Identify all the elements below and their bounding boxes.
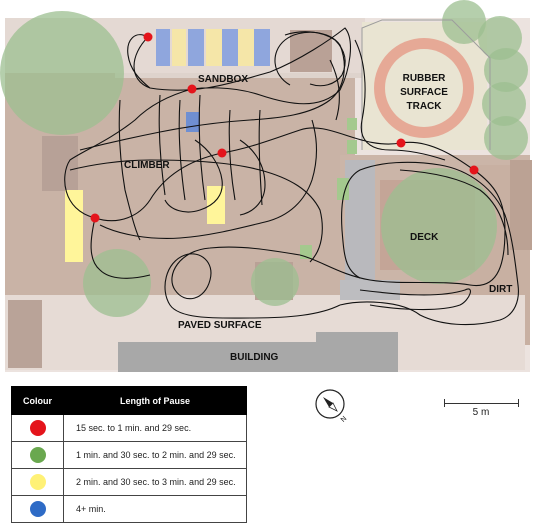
legend-row: 15 sec. to 1 min. and 29 sec. xyxy=(11,414,247,442)
label-building: BUILDING xyxy=(230,352,279,363)
legend-label: 15 sec. to 1 min. and 29 sec. xyxy=(63,414,247,442)
pause-zone-green-b xyxy=(337,178,349,200)
legend-swatch-green xyxy=(29,447,46,463)
label-deck: DECK xyxy=(410,232,439,243)
building xyxy=(118,342,398,372)
label-climber: CLIMBER xyxy=(124,160,170,171)
pause-zone-green-a xyxy=(347,118,357,130)
legend-row: 1 min. and 30 sec. to 2 min. and 29 sec. xyxy=(11,441,247,469)
trees xyxy=(0,0,528,317)
pause-zone-green-d xyxy=(347,140,357,154)
sandbox-stripes xyxy=(156,29,270,66)
legend-header: Colour Length of Pause xyxy=(11,386,247,415)
legend-row: 4+ min. xyxy=(11,495,247,523)
scale-label: 5 m xyxy=(472,407,490,418)
grey-walkway-bottom xyxy=(340,280,400,300)
compass-north-letter: N xyxy=(340,415,349,424)
label-paved-surface: PAVED SURFACE xyxy=(178,320,262,331)
paved-left-block xyxy=(8,300,42,368)
pause-zone-blue xyxy=(186,112,200,132)
legend-header-length: Length of Pause xyxy=(63,386,247,415)
pause-point-red xyxy=(217,148,227,158)
legend-row: 2 min. and 30 sec. to 3 min. and 29 sec. xyxy=(11,468,247,496)
track-boundary xyxy=(361,19,491,150)
label-rubber-track-3: TRACK xyxy=(407,101,443,112)
label-rubber-track-2: SURFACE xyxy=(400,87,448,98)
legend-swatch-yellow xyxy=(29,474,46,490)
grey-block-left xyxy=(42,136,78,191)
pause-points xyxy=(90,32,479,223)
compass-icon: N xyxy=(315,389,349,424)
legend-label: 4+ min. xyxy=(63,495,247,523)
building-upper xyxy=(316,332,398,344)
pause-legend: Colour Length of Pause 15 sec. to 1 min.… xyxy=(11,386,247,523)
pause-point-red xyxy=(396,138,406,148)
label-dirt: DIRT xyxy=(489,284,512,295)
playground-map: SANDBOX RUBBER SURFACE TRACK CLIMBER DEC… xyxy=(0,0,532,372)
legend-swatch-red xyxy=(29,420,46,436)
legend-label: 2 min. and 30 sec. to 3 min. and 29 sec. xyxy=(63,468,247,496)
label-rubber-track-1: RUBBER xyxy=(403,73,447,84)
rubber-surface-track xyxy=(374,38,474,138)
pause-point-red xyxy=(90,213,100,223)
pause-point-red xyxy=(469,165,479,175)
pause-zone-yellow-left xyxy=(65,190,83,262)
dirt-rect xyxy=(510,160,532,250)
pause-zone-yellow-mid xyxy=(207,186,225,224)
scale-bar: 5 m xyxy=(441,397,521,427)
legend-header-colour: Colour xyxy=(11,386,64,415)
legend-label: 1 min. and 30 sec. to 2 min. and 29 sec. xyxy=(63,441,247,469)
label-sandbox: SANDBOX xyxy=(198,74,248,85)
pause-point-red xyxy=(187,84,197,94)
legend-swatch-blue xyxy=(29,501,46,517)
grey-walkway xyxy=(345,160,375,300)
pause-point-red xyxy=(143,32,153,42)
